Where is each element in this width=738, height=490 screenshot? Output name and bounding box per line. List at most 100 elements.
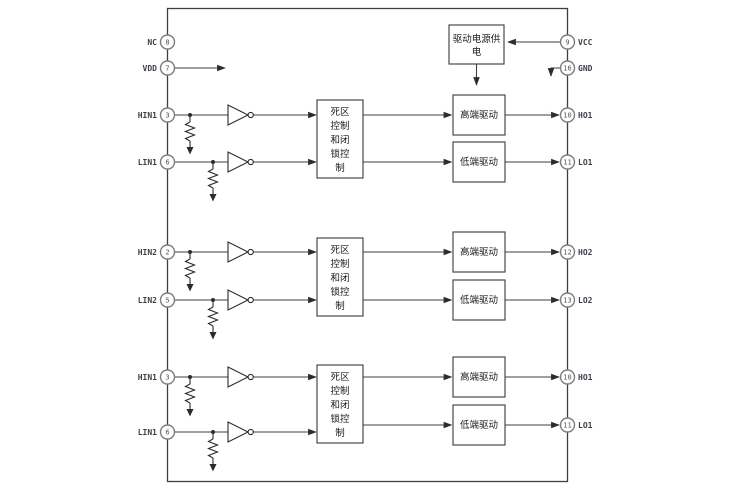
- deadtime-label: 死区: [330, 372, 350, 383]
- pin-name: LIN1: [138, 428, 157, 437]
- pin-vcc: 9 VCC: [559, 34, 593, 50]
- high-side-label: 高端驱动: [460, 109, 498, 121]
- pin-hin2: 2 HIN2: [138, 244, 176, 260]
- deadtime-label: 制: [335, 427, 345, 439]
- pin-lo2: 13 LO2: [559, 292, 593, 308]
- pin-circle: [559, 292, 576, 308]
- deadtime-label: 死区: [330, 245, 350, 256]
- pulldown-resistor-icon: [184, 114, 196, 156]
- pin-circle: [159, 369, 176, 385]
- deadtime-label: 锁控: [330, 286, 350, 298]
- pin-nc: 8 NC: [147, 34, 176, 50]
- pin-number: 11: [563, 159, 571, 167]
- pin-number: 16: [563, 65, 571, 73]
- inverter-buffer-icon: [227, 151, 254, 173]
- pin-ho2: 12 HO2: [559, 244, 593, 260]
- pulldown-resistor-icon: [184, 251, 196, 293]
- high-side-label: 高端驱动: [460, 371, 498, 383]
- deadtime-label: 和闭: [330, 134, 349, 146]
- pin-number: 9: [565, 39, 569, 47]
- deadtime-label: 制: [335, 300, 345, 312]
- high-side-driver-box: [452, 94, 506, 136]
- pin-circle: [159, 107, 176, 123]
- pin-name: LO2: [578, 296, 593, 305]
- inverter-buffer-icon: [227, 421, 254, 443]
- pin-lin3: 6 LIN1: [138, 424, 176, 440]
- pin-lo3: 11 LO1: [559, 417, 593, 433]
- pin-name: HO2: [578, 248, 593, 257]
- pin-name: VDD: [143, 64, 158, 73]
- pin-name: GND: [578, 64, 593, 73]
- pin-circle: [159, 60, 176, 76]
- pin-hin3: 3 HIN1: [138, 369, 176, 385]
- deadtime-label: 锁控: [330, 148, 350, 160]
- low-side-label: 低端驱动: [460, 419, 498, 431]
- pin-name: LIN1: [138, 158, 157, 167]
- pin-lin1: 6 LIN1: [138, 154, 176, 170]
- pulldown-resistor-icon: [207, 161, 219, 203]
- pin-number: 5: [165, 297, 169, 305]
- pin-name: HIN2: [138, 248, 157, 257]
- deadtime-label: 控制: [330, 120, 349, 132]
- power-supply-block: 驱动电源供 电: [448, 24, 561, 86]
- pin-number: 8: [165, 39, 169, 47]
- pin-number: 10: [563, 112, 571, 120]
- pin-circle: [559, 34, 576, 50]
- pin-circle: [559, 154, 576, 170]
- pin-name: HO1: [578, 373, 593, 382]
- pin-circle: [559, 369, 576, 385]
- inverter-buffer-icon: [227, 366, 254, 388]
- low-side-driver-box: [452, 404, 506, 446]
- pin-name: LO1: [578, 421, 593, 430]
- pin-number: 3: [165, 374, 169, 382]
- low-side-label: 低端驱动: [460, 294, 498, 306]
- pin-number: 6: [165, 159, 169, 167]
- pin-circle: [159, 292, 176, 308]
- pin-lin2: 5 LIN2: [138, 292, 176, 308]
- pin-name: LO1: [578, 158, 593, 167]
- pin-circle: [559, 244, 576, 260]
- pin-name: HIN1: [138, 373, 157, 382]
- inverter-buffer-icon: [227, 104, 254, 126]
- pin-hin1: 3 HIN1: [138, 107, 176, 123]
- pulldown-resistor-icon: [184, 376, 196, 418]
- pin-name: NC: [147, 38, 157, 47]
- pin-lo1: 11 LO1: [559, 154, 593, 170]
- low-side-label: 低端驱动: [460, 156, 498, 168]
- pin-vdd: 7 VDD: [143, 60, 176, 76]
- pin-circle: [559, 107, 576, 123]
- high-side-driver-box: [452, 231, 506, 273]
- pin-number: 10: [563, 374, 571, 382]
- pin-circle: [159, 424, 176, 440]
- deadtime-label: 控制: [330, 385, 349, 397]
- pin-ho1: 10 HO1: [559, 107, 593, 123]
- pin-number: 13: [563, 297, 571, 305]
- pulldown-resistor-icon: [207, 431, 219, 473]
- deadtime-control-box: [316, 364, 364, 444]
- deadtime-label: 和闭: [330, 272, 349, 284]
- pin-name: VCC: [578, 38, 593, 47]
- pin-circle: [159, 34, 176, 50]
- gnd-ground-symbol: [547, 67, 561, 77]
- deadtime-control-box: [316, 99, 364, 179]
- pin-gnd: 16 GND: [559, 60, 593, 76]
- pin-name: HO1: [578, 111, 593, 120]
- pin-circle: [559, 417, 576, 433]
- pulldown-resistor-icon: [207, 299, 219, 341]
- pin-name: LIN2: [138, 296, 157, 305]
- channel-2: 死区 控制 和闭 锁控 制 高端驱动 低端驱动: [174, 231, 560, 341]
- deadtime-control-box: [316, 237, 364, 317]
- high-side-label: 高端驱动: [460, 246, 498, 258]
- deadtime-label: 制: [335, 162, 345, 174]
- pin-name: HIN1: [138, 111, 157, 120]
- channel-3: 死区 控制 和闭 锁控 制 高端驱动 低端驱动: [174, 356, 560, 473]
- channel-1: 死区 控制 和闭 锁控 制 高端驱动 低端驱动: [174, 94, 560, 203]
- pin-number: 3: [165, 112, 169, 120]
- pin-circle: [559, 60, 576, 76]
- pin-number: 6: [165, 429, 169, 437]
- pin-circle: [159, 154, 176, 170]
- deadtime-label: 锁控: [330, 413, 350, 425]
- low-side-driver-box: [452, 141, 506, 183]
- power-supply-label-line2: 电: [472, 46, 482, 58]
